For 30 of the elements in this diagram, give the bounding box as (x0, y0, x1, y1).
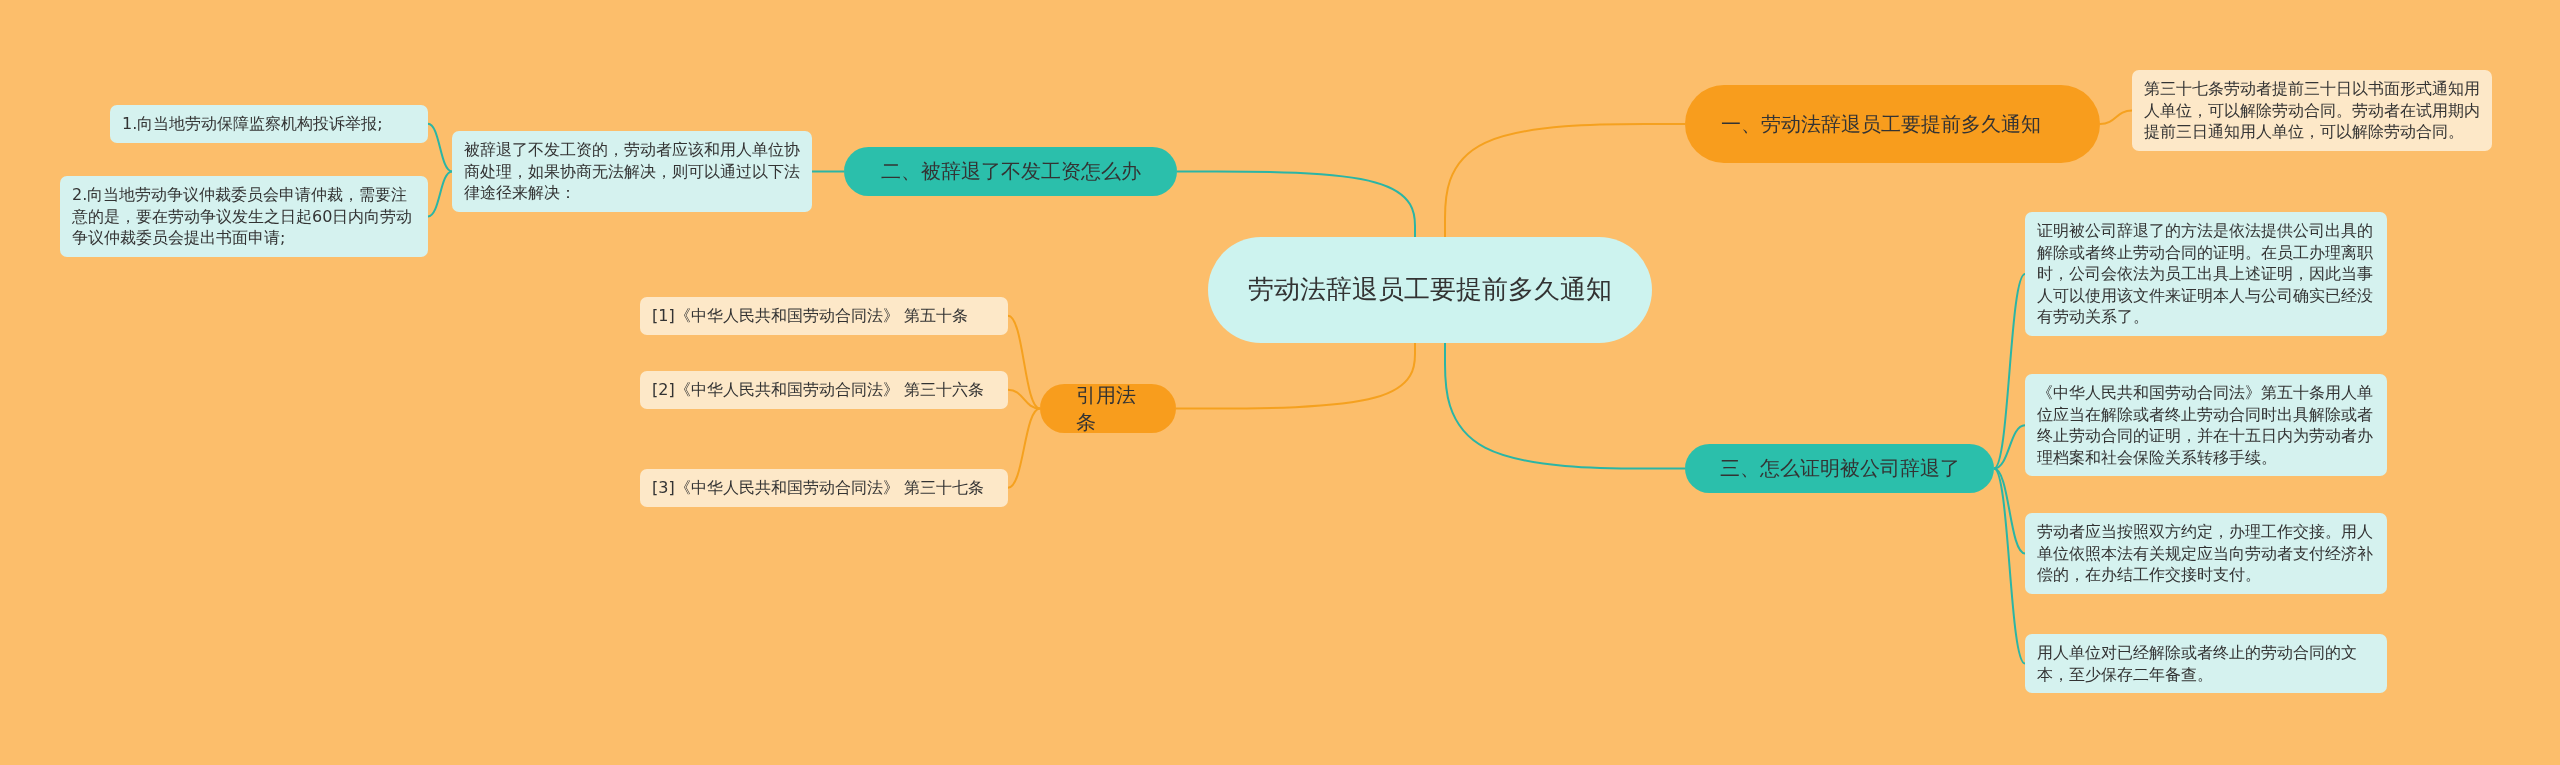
connector-line (1444, 123, 1686, 238)
note-card: [3]《中华人民共和国劳动合同法》 第三十七条 (640, 469, 1008, 507)
note-card: 1.向当地劳动保障监察机构投诉举报; (110, 105, 428, 143)
branch-topic: 二、被辞退了不发工资怎么办 (844, 147, 1177, 196)
connector-line (811, 170, 845, 173)
connector-line (427, 170, 453, 218)
note-card: 证明被公司辞退了的方法是依法提供公司出具的解除或者终止劳动合同的证明。在员工办理离职时，公司会依法为员工出具上述证明，因此当事人可以使用该文件来证明本人与公司确实已经没有劳动关系了。 (2025, 212, 2387, 336)
connector-line (1176, 170, 1416, 238)
connector-line (1175, 342, 1416, 410)
root-topic: 劳动法辞退员工要提前多久通知 (1208, 237, 1652, 343)
connector-line (1993, 424, 2026, 470)
branch-topic: 三、怎么证明被公司辞退了 (1685, 444, 1994, 493)
note-card: 被辞退了不发工资的，劳动者应该和用人单位协商处理，如果协商无法解决，则可以通过以下法律途径来解决： (452, 131, 812, 212)
branch-topic: 引用法条 (1040, 384, 1176, 433)
note-card: 《中华人民共和国劳动合同法》第五十条用人单位应当在解除或者终止劳动合同时出具解除或者终止劳动合同的证明，并在十五日内为劳动者办理档案和社会保险关系转移手续。 (2025, 374, 2387, 477)
connector-line (2099, 109, 2133, 125)
note-card: 劳动者应当按照双方约定，办理工作交接。用人单位依照本法有关规定应当向劳动者支付经济补偿的，在办结工作交接时支付。 (2025, 513, 2387, 594)
note-card: 2.向当地劳动争议仲裁委员会申请仲裁，需要注意的是，要在劳动争议发生之日起60日内向劳动争议仲裁委员会提出书面申请; (60, 176, 428, 257)
connector-line (1993, 467, 2026, 555)
note-card: [1]《中华人民共和国劳动合同法》 第五十条 (640, 297, 1008, 335)
connector-line (1007, 314, 1041, 410)
note-card: [2]《中华人民共和国劳动合同法》 第三十六条 (640, 371, 1008, 409)
note-card: 第三十七条劳动者提前三十日以书面形式通知用人单位，可以解除劳动合同。劳动者在试用期内提前三日通知用人单位，可以解除劳动合同。 (2132, 70, 2492, 151)
connector-line (1993, 273, 2026, 470)
connector-line (1444, 342, 1686, 470)
note-card: 用人单位对已经解除或者终止的劳动合同的文本，至少保存二年备查。 (2025, 634, 2387, 694)
connector-line (427, 122, 453, 173)
branch-topic: 一、劳动法辞退员工要提前多久通知 (1685, 85, 2100, 163)
connector-line (1993, 467, 2026, 665)
connector-line (1007, 407, 1041, 489)
